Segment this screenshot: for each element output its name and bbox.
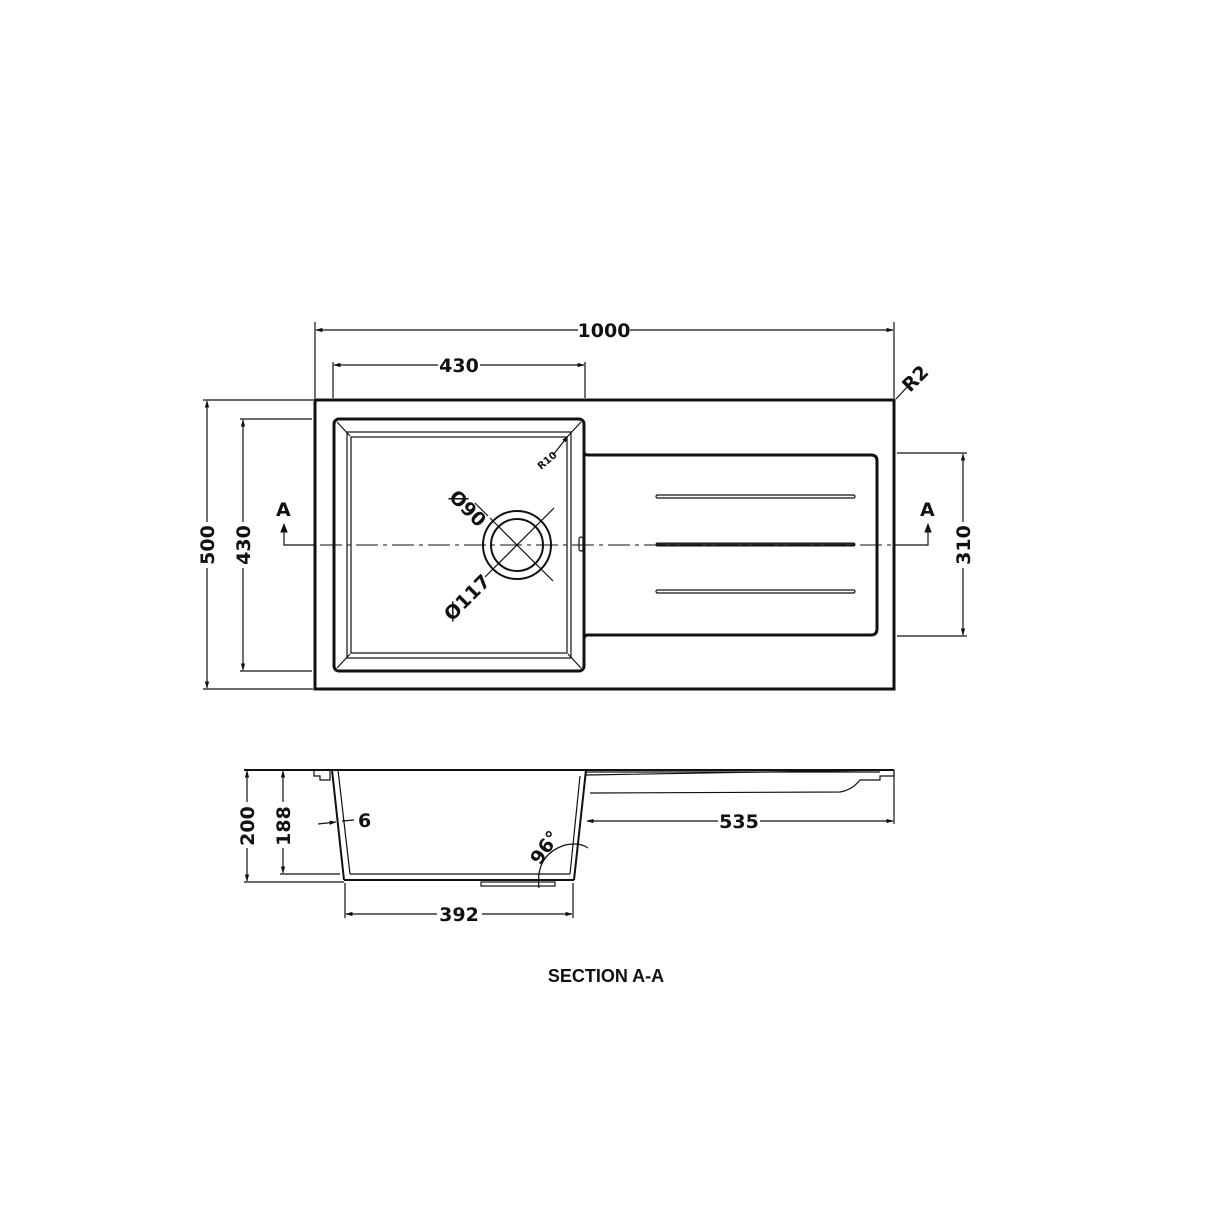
svg-text:392: 392 [439, 904, 479, 926]
svg-text:200: 200 [237, 806, 259, 846]
section-marker-right: A [894, 499, 935, 546]
section-marker-left: A [276, 499, 315, 546]
svg-text:6: 6 [358, 810, 371, 832]
svg-text:310: 310 [953, 525, 975, 565]
dim-overall-width: 1000 [314, 320, 895, 398]
dim-drainer-depth: 310 [897, 452, 975, 637]
waste-outer-diameter-label: Ø117 [440, 571, 495, 626]
svg-text:A: A [276, 499, 291, 521]
r2-callout: R2 [895, 361, 933, 400]
svg-text:A: A [920, 499, 935, 521]
svg-text:500: 500 [197, 525, 219, 565]
plan-view: R10 Ø90 Ø117 A A [197, 320, 975, 691]
dim-bowl-width: 430 [332, 355, 586, 398]
dim-section-height: 200 [237, 770, 259, 882]
dim-wall-thickness: 6 [317, 810, 371, 832]
svg-text:1000: 1000 [578, 320, 631, 342]
dim-base-width: 392 [344, 883, 574, 926]
dim-bowl-inner-depth: 188 [273, 770, 340, 875]
overflow-slot [578, 536, 584, 552]
bowl-radius-label: R10 [536, 450, 560, 472]
dim-overall-depth: 500 [197, 399, 313, 690]
dim-bowl-depth: 430 [233, 418, 312, 672]
svg-text:430: 430 [439, 355, 479, 377]
svg-text:188: 188 [273, 806, 295, 846]
svg-text:535: 535 [719, 811, 759, 833]
waste-outlet: Ø90 Ø117 [440, 486, 555, 626]
dim-drainer-length: 535 [586, 772, 895, 833]
drainer-grooves [655, 494, 856, 594]
svg-text:430: 430 [233, 525, 255, 565]
section-title: SECTION A-A [548, 966, 664, 986]
r10-callout: R10 [536, 435, 569, 472]
waste-inner-diameter-label: Ø90 [444, 486, 490, 532]
section-view: 200 188 6 96° 392 [237, 769, 895, 926]
